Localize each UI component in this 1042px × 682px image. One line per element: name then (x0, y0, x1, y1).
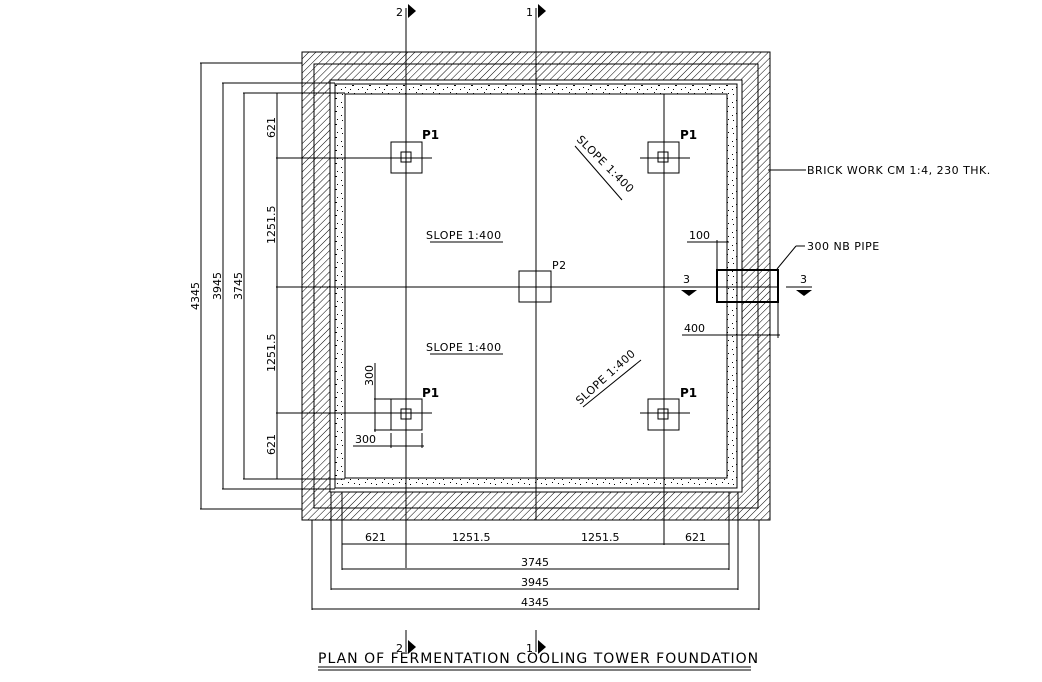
pedestal-p1-top-left: P1 (390, 128, 439, 176)
svg-text:P2: P2 (552, 259, 567, 272)
svg-text:621: 621 (265, 434, 278, 455)
marker-arrow-icon (408, 4, 416, 18)
grid-marker-1-top: 1 (526, 4, 546, 19)
section-marker-3-left: 3 (681, 273, 697, 296)
bottom-dimensions: 621 1251.5 1251.5 621 3745 3945 4345 (311, 492, 760, 610)
svg-text:300: 300 (355, 433, 376, 446)
svg-text:300 NB PIPE: 300 NB PIPE (807, 240, 880, 253)
section-arrow-icon (796, 290, 812, 296)
section-arrow-icon (681, 290, 697, 296)
svg-text:621: 621 (685, 531, 706, 544)
svg-text:BRICK WORK CM 1:4, 230 THK.: BRICK WORK CM 1:4, 230 THK. (807, 164, 991, 177)
marker-arrow-icon (408, 640, 416, 654)
section-marker-3-right: 3 (786, 273, 812, 296)
slope-left-top: SLOPE 1:400 (426, 229, 503, 243)
svg-text:SLOPE 1:400: SLOPE 1:400 (426, 341, 502, 354)
svg-text:621: 621 (265, 117, 278, 138)
svg-text:1251.5: 1251.5 (452, 531, 491, 544)
pipe-300nb: 300 NB PIPE (716, 240, 880, 303)
svg-text:300: 300 (363, 365, 376, 386)
svg-text:P1: P1 (680, 128, 697, 142)
pedestal-dimensions: 300 300 (353, 363, 424, 448)
svg-text:P1: P1 (680, 386, 697, 400)
pedestal-p1-top-right: P1 (647, 128, 697, 174)
svg-text:3745: 3745 (232, 272, 245, 300)
svg-text:SLOPE 1:400: SLOPE 1:400 (573, 347, 638, 407)
svg-text:2: 2 (396, 642, 403, 655)
slope-right-bottom: SLOPE 1:400 (573, 347, 642, 408)
slope-right-top: SLOPE 1:400 (574, 133, 637, 201)
svg-text:3: 3 (800, 273, 807, 286)
svg-text:1251.5: 1251.5 (581, 531, 620, 544)
svg-text:4345: 4345 (189, 282, 202, 310)
marker-arrow-icon (538, 4, 546, 18)
svg-text:1: 1 (526, 6, 533, 19)
svg-text:SLOPE 1:400: SLOPE 1:400 (426, 229, 502, 242)
svg-text:P1: P1 (422, 386, 439, 400)
svg-text:621: 621 (365, 531, 386, 544)
svg-text:1251.5: 1251.5 (265, 206, 278, 245)
svg-text:100: 100 (689, 229, 710, 242)
svg-text:PLAN OF FERMENTATION COOLING T: PLAN OF FERMENTATION COOLING TOWER FOUND… (318, 651, 759, 667)
dim-100: 100 (687, 229, 729, 270)
pedestal-p2: P2 (518, 259, 567, 303)
svg-text:400: 400 (684, 322, 705, 335)
svg-text:1251.5: 1251.5 (265, 334, 278, 373)
svg-text:3945: 3945 (521, 576, 549, 589)
svg-text:4345: 4345 (521, 596, 549, 609)
dim-400: 400 (682, 302, 780, 338)
svg-text:P1: P1 (422, 128, 439, 142)
svg-text:1: 1 (526, 642, 533, 655)
pedestal-p1-bottom-right: P1 (647, 386, 697, 431)
grid-marker-2-top: 2 (396, 4, 416, 19)
svg-text:3745: 3745 (521, 556, 549, 569)
svg-text:3: 3 (683, 273, 690, 286)
slope-left-bottom: SLOPE 1:400 (426, 341, 503, 355)
marker-arrow-icon (538, 640, 546, 654)
grid-marker-1-bottom: 1 (526, 640, 546, 655)
pedestal-p1-bottom-left: P1 (390, 386, 439, 431)
grid-marker-2-bottom: 2 (396, 640, 416, 655)
drawing-title: PLAN OF FERMENTATION COOLING TOWER FOUND… (318, 651, 759, 671)
left-dimensions: 4345 3945 3745 621 1251.5 1251.5 621 (189, 62, 345, 510)
svg-text:3945: 3945 (211, 272, 224, 300)
svg-text:2: 2 (396, 6, 403, 19)
brick-work-callout: BRICK WORK CM 1:4, 230 THK. (768, 164, 991, 177)
svg-text:SLOPE 1:400: SLOPE 1:400 (574, 133, 637, 196)
